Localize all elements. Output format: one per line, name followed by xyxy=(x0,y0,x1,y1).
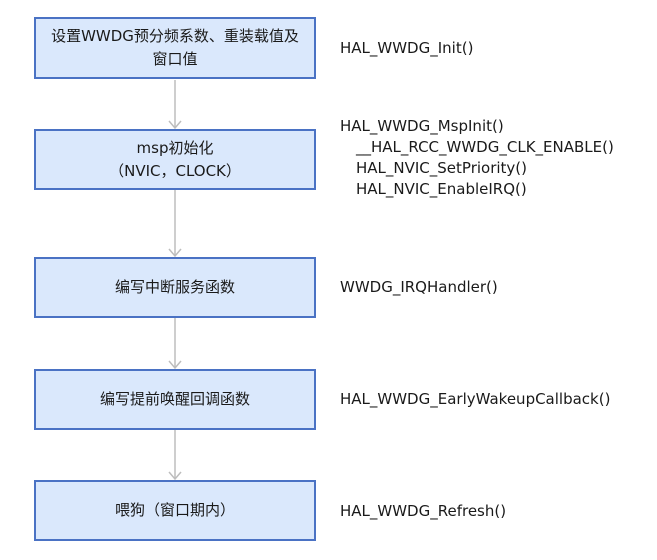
arrow-4-5 xyxy=(168,430,182,481)
step-3-line-1: 编写中断服务函数 xyxy=(114,278,235,296)
arrow-1-2 xyxy=(168,80,182,130)
function-1-line-1: HAL_WWDG_Init() xyxy=(340,39,474,57)
function-label-5: HAL_WWDG_Refresh() xyxy=(340,501,506,522)
step-5-line-1: 喂狗（窗口期内） xyxy=(114,501,235,519)
function-label-4: HAL_WWDG_EarlyWakeupCallback() xyxy=(340,389,610,410)
step-box-1: 设置WWDG预分频系数、重装载值及 窗口值 xyxy=(34,17,316,79)
function-2-line-3: HAL_NVIC_SetPriority() xyxy=(356,159,527,177)
step-2-line-2: （NVIC，CLOCK） xyxy=(109,161,241,180)
function-2-line-1: HAL_WWDG_MspInit() xyxy=(340,117,504,135)
step-box-2: msp初始化 （NVIC，CLOCK） xyxy=(34,129,316,190)
step-box-5: 喂狗（窗口期内） xyxy=(34,480,316,541)
arrow-2-3 xyxy=(168,190,182,258)
step-2-line-1: msp初始化 xyxy=(136,138,214,157)
function-3-line-1: WWDG_IRQHandler() xyxy=(340,278,498,296)
step-box-4: 编写提前唤醒回调函数 xyxy=(34,369,316,430)
step-1-line-1: 设置WWDG预分频系数、重装载值及 xyxy=(51,27,299,45)
step-1-line-2: 窗口值 xyxy=(152,50,198,68)
step-box-3: 编写中断服务函数 xyxy=(34,257,316,318)
function-label-3: WWDG_IRQHandler() xyxy=(340,277,498,298)
arrow-3-4 xyxy=(168,318,182,370)
function-4-line-1: HAL_WWDG_EarlyWakeupCallback() xyxy=(340,390,611,408)
function-5-line-1: HAL_WWDG_Refresh() xyxy=(340,502,507,520)
function-label-1: HAL_WWDG_Init() xyxy=(340,38,473,59)
step-4-line-1: 编写提前唤醒回调函数 xyxy=(99,390,250,408)
function-label-2: HAL_WWDG_MspInit() __HAL_RCC_WWDG_CLK_EN… xyxy=(340,116,614,200)
function-2-line-2: __HAL_RCC_WWDG_CLK_ENABLE() xyxy=(356,138,614,156)
function-2-line-4: HAL_NVIC_EnableIRQ() xyxy=(356,180,527,198)
